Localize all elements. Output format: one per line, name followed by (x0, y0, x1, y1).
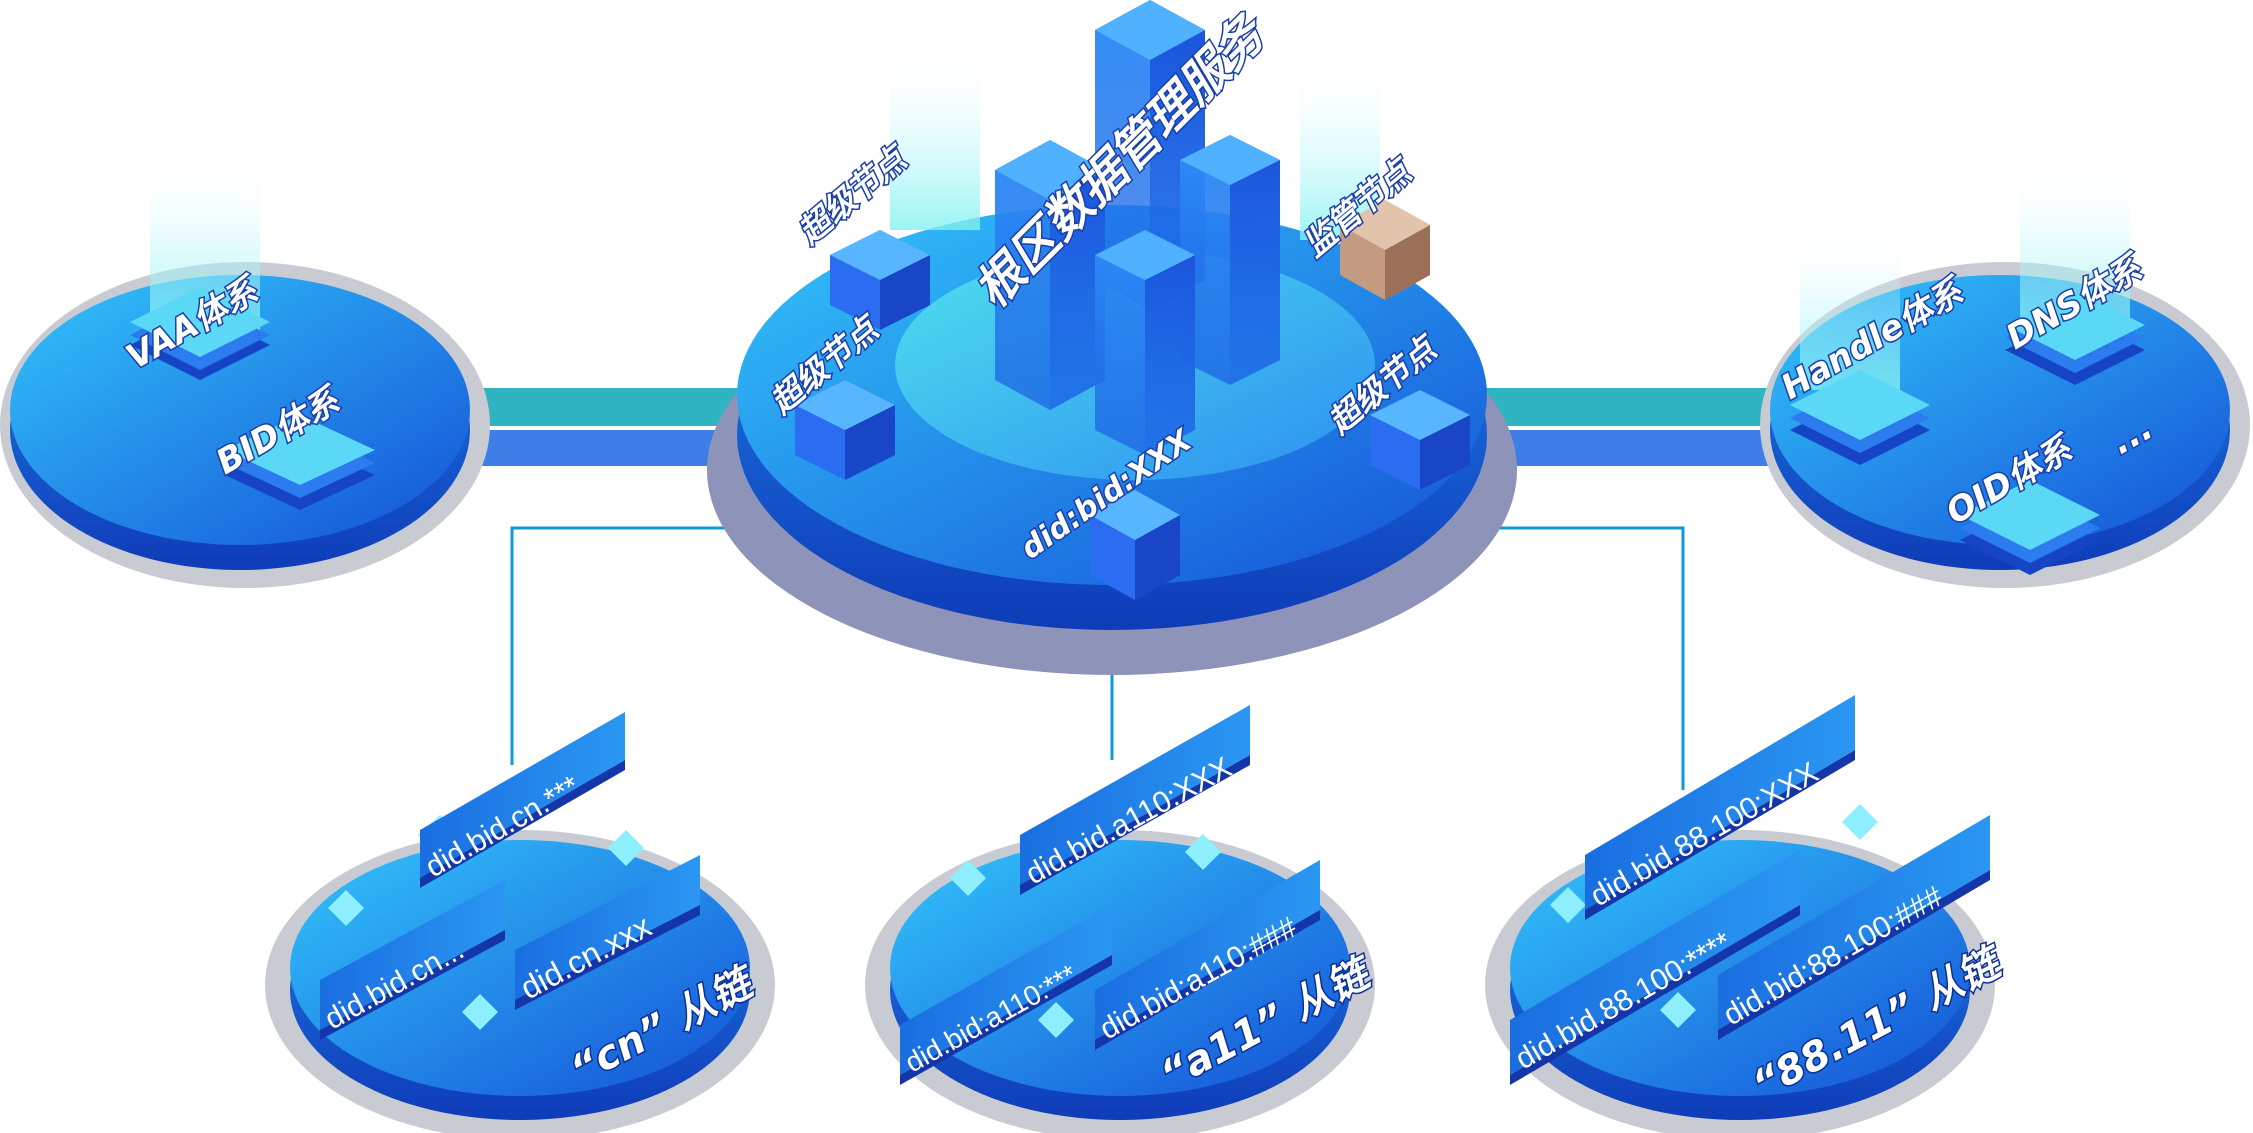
center-platform: 根区数据管理服务 超级节点 超级节点 超级节点 监管节点 did:bid:XXX (707, 0, 1517, 675)
subchain-cn: did.bid.cn.*** did.bid.a110:XXX did.bid.… (265, 712, 775, 1133)
right-platform: Handle体系 DNS体系 OID体系 ... (1760, 175, 2250, 588)
subchain-a11: did.bid.a110:XXX did.bid:a110:*** did.bi… (865, 705, 1384, 1133)
bid-stack-icon (225, 415, 375, 510)
data-towers (995, 0, 1280, 455)
a11-diamond-3 (1038, 1002, 1074, 1038)
cn-diamond-3 (462, 994, 498, 1030)
super-node-left-cube (795, 380, 895, 480)
oid-stack-icon (1960, 480, 2100, 575)
super-node-top-cube (830, 230, 930, 330)
handle-stack-icon (1790, 370, 1930, 465)
did-node-cube (1090, 490, 1180, 600)
8811-diamond-2 (1842, 804, 1878, 840)
right-beam-1 (1800, 240, 1900, 390)
8811-diamond-1 (1550, 887, 1586, 923)
dns-stack-icon (2005, 290, 2145, 385)
left-platform: VAA体系 BID体系 (0, 170, 490, 588)
cn-diamond-4 (608, 830, 644, 866)
center-beam-left (890, 60, 980, 230)
vaa-stack-icon (130, 287, 270, 380)
a11-diamond-1 (950, 860, 986, 896)
regulator-node-cube (1340, 200, 1430, 300)
subchain-88-11: did.bid.88.100:XXX did.bid.88.100:**** d… (1485, 695, 2015, 1133)
super-node-right-cube (1370, 390, 1470, 490)
a11-diamond-2 (1185, 834, 1221, 870)
cn-diamond-2 (328, 890, 364, 926)
8811-diamond-3 (1660, 992, 1696, 1028)
a11-disc (890, 840, 1350, 1096)
